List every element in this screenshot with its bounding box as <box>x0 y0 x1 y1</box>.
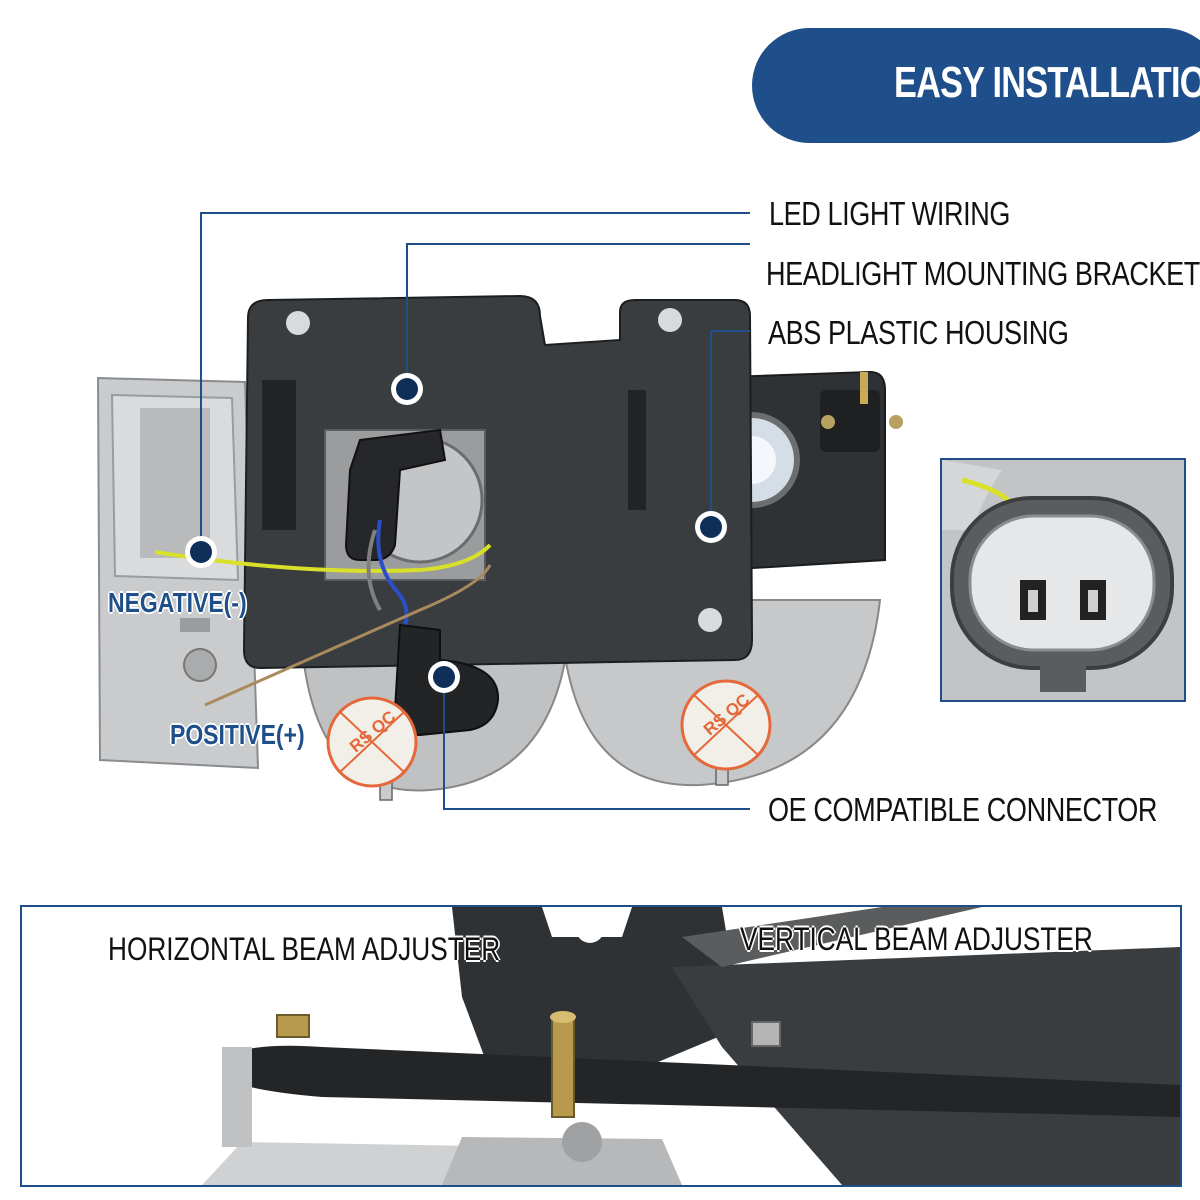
callout-mounting-bracket: HEADLIGHT MOUNTING BRACKET <box>766 255 1200 292</box>
title-banner <box>752 28 1200 143</box>
leader-housing-h <box>710 330 750 332</box>
qc-stamp-right-text: RS QC <box>699 690 754 740</box>
reflector-bowls <box>298 598 882 801</box>
callout-oe-connector: OE COMPATIBLE CONNECTOR <box>768 791 1158 828</box>
banner-title: EASY INSTALLATION <box>894 58 1200 107</box>
label-positive: POSITIVE(+) <box>170 719 305 750</box>
callout-abs-housing: ABS PLASTIC HOUSING <box>768 314 1069 351</box>
bulb-socket <box>344 428 447 561</box>
label-negative: NEGATIVE(-) <box>108 587 247 618</box>
marker-bracket <box>396 378 418 400</box>
leader-led-wiring-v <box>200 212 202 552</box>
leader-led-wiring-h <box>200 212 750 214</box>
marker-led-wiring <box>190 541 212 563</box>
connector-closeup-inset <box>940 458 1186 702</box>
connector-closeup-illustration <box>942 460 1184 700</box>
label-horizontal-beam-adjuster: HORIZONTAL BEAM ADJUSTER <box>108 931 501 967</box>
callout-led-wiring: LED LIGHT WIRING <box>769 195 1011 232</box>
qc-stamp-left-text: RS QC <box>345 707 400 757</box>
corner-lamp <box>96 376 260 770</box>
leader-housing-v <box>710 330 712 526</box>
beam-adjuster-panel: HORIZONTAL BEAM ADJUSTER VERTICAL BEAM A… <box>20 905 1182 1187</box>
marker-housing <box>700 516 722 538</box>
right-housing <box>698 370 903 572</box>
leader-bracket-h <box>406 243 750 245</box>
leader-connector-h <box>443 808 750 810</box>
mounting-bracket <box>242 294 754 670</box>
beam-adjuster-illustration <box>22 907 1180 1185</box>
leader-bracket-v <box>406 243 408 388</box>
label-vertical-beam-adjuster: VERTICAL BEAM ADJUSTER <box>740 921 1093 957</box>
leader-connector-v <box>443 676 445 808</box>
marker-connector <box>433 666 455 688</box>
